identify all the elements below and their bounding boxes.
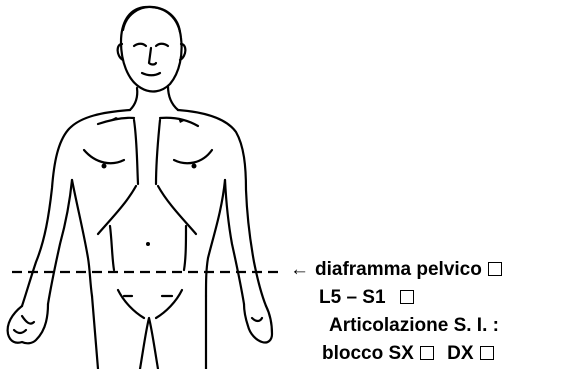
hair-outline <box>123 7 180 32</box>
sternum-left <box>134 120 138 184</box>
right-hand <box>244 304 272 343</box>
l5-s1-text: L5 – S1 <box>319 287 386 308</box>
block-dx-text: DX <box>447 343 473 364</box>
block-dx-checkbox[interactable] <box>480 346 494 360</box>
torso-left-side <box>72 180 92 296</box>
crotch <box>140 318 158 369</box>
block-sx-checkbox[interactable] <box>420 346 434 360</box>
l5-s1-checkbox[interactable] <box>400 290 414 304</box>
right-pectoral <box>174 150 212 163</box>
torso-right-side <box>206 180 225 296</box>
left-shoulder-arm-outer <box>22 110 130 306</box>
left-arrow-icon: ← <box>290 259 309 280</box>
pelvic-diaphragm-label: ← diaframma pelvico <box>290 259 502 281</box>
nose <box>149 48 156 65</box>
neck-left <box>130 88 137 110</box>
groin-left <box>118 290 144 318</box>
right-shoulder-arm-outer <box>178 110 266 306</box>
navel <box>146 242 150 246</box>
sternum-right <box>156 120 160 184</box>
mouth <box>142 73 160 75</box>
neck-right <box>168 86 178 110</box>
pelvic-diaphragm-checkbox[interactable] <box>488 262 502 276</box>
block-row: blocco SX DX <box>322 343 494 365</box>
abdomen-left <box>110 226 114 270</box>
si-joint-text: Articolazione S. I. : <box>329 315 499 336</box>
rib-cage-left <box>98 186 136 234</box>
left-leg-outer <box>92 296 98 369</box>
si-joint-label: Articolazione S. I. : <box>329 315 499 337</box>
abdomen-right <box>184 226 186 270</box>
left-nipple <box>102 164 107 169</box>
right-nipple <box>192 164 197 169</box>
block-sx-text: blocco SX <box>322 343 414 364</box>
right-eye <box>156 44 168 46</box>
left-eye <box>134 44 146 46</box>
left-pectoral <box>84 150 124 163</box>
groin-right <box>156 290 182 318</box>
pelvic-diaphragm-text: diaframma pelvico <box>315 259 482 280</box>
right-arm-inner <box>225 180 244 304</box>
l5-s1-label: L5 – S1 <box>319 287 414 309</box>
rib-cage-right <box>158 186 196 234</box>
